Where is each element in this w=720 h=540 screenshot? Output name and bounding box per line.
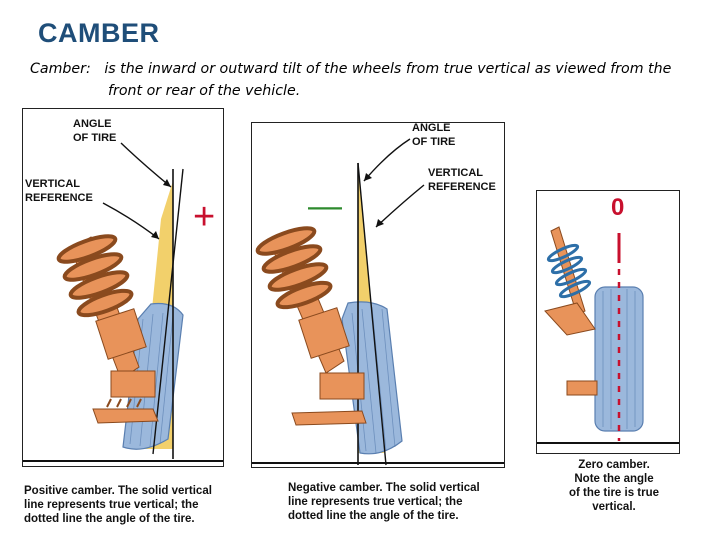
definition-text-line1: is the inward or outward tilt of the whe…: [104, 61, 672, 77]
caption-line: Zero camber.: [578, 459, 650, 471]
caption-line: Note the angle: [574, 473, 654, 485]
label-vertical-line2: REFERENCE: [428, 181, 496, 193]
label-angle-line1: ANGLE: [412, 123, 451, 134]
strut-assembly: [544, 226, 598, 396]
camber-sign: +: [193, 196, 215, 238]
caption-line: Negative camber. The solid vertical: [288, 482, 480, 494]
label-vertical-line1: VERTICAL: [25, 178, 80, 190]
positive-camber-panel: ANGLE OF TIRE VERTICAL REFERENCE +: [22, 108, 224, 467]
negative-camber-panel: ANGLE OF TIRE VERTICAL REFERENCE —: [251, 122, 505, 468]
positive-camber-caption: Positive camber. The solid vertical line…: [24, 484, 224, 526]
caption-line: dotted line the angle of the tire.: [24, 513, 195, 525]
zero-camber-panel: 0: [536, 190, 680, 454]
caption-line: vertical.: [592, 501, 636, 513]
definition-text-line2: front or rear of the vehicle.: [108, 83, 301, 99]
camber-definition: Camber: is the inward or outward tilt of…: [30, 58, 710, 102]
label-vertical-line2: REFERENCE: [25, 192, 93, 204]
label-vertical-line1: VERTICAL: [428, 167, 483, 179]
definition-term: Camber:: [30, 61, 91, 77]
negative-camber-caption: Negative camber. The solid vertical line…: [288, 481, 508, 523]
camber-sign: 0: [611, 194, 624, 221]
label-angle-line2: OF TIRE: [73, 132, 116, 144]
caption-line: of the tire is true: [568, 487, 660, 499]
caption-line: line represents true vertical; the: [288, 496, 463, 508]
camber-sign: —: [308, 187, 342, 225]
zero-camber-illustration: 0: [537, 194, 679, 444]
positive-camber-illustration: ANGLE OF TIRE VERTICAL REFERENCE +: [23, 118, 223, 462]
strut-assembly: [56, 234, 159, 424]
tire-angle-wedge: [161, 181, 173, 219]
label-arrows: [363, 138, 425, 228]
tire-angle-line: [357, 162, 387, 466]
caption-line: line represents true vertical; the: [24, 499, 199, 511]
caption-line: dotted line the angle of the tire.: [288, 510, 459, 522]
zero-camber-caption: Zero camber. Note the angle of the tire …: [552, 458, 676, 514]
strut-assembly: [255, 226, 367, 426]
caption-line: Positive camber. The solid vertical: [24, 485, 212, 497]
label-angle-line2: OF TIRE: [412, 136, 455, 148]
tire-angle-line: [152, 168, 184, 455]
page-title: CAMBER: [38, 18, 160, 48]
negative-camber-illustration: ANGLE OF TIRE VERTICAL REFERENCE —: [252, 123, 504, 466]
label-angle-line1: ANGLE: [73, 118, 112, 130]
